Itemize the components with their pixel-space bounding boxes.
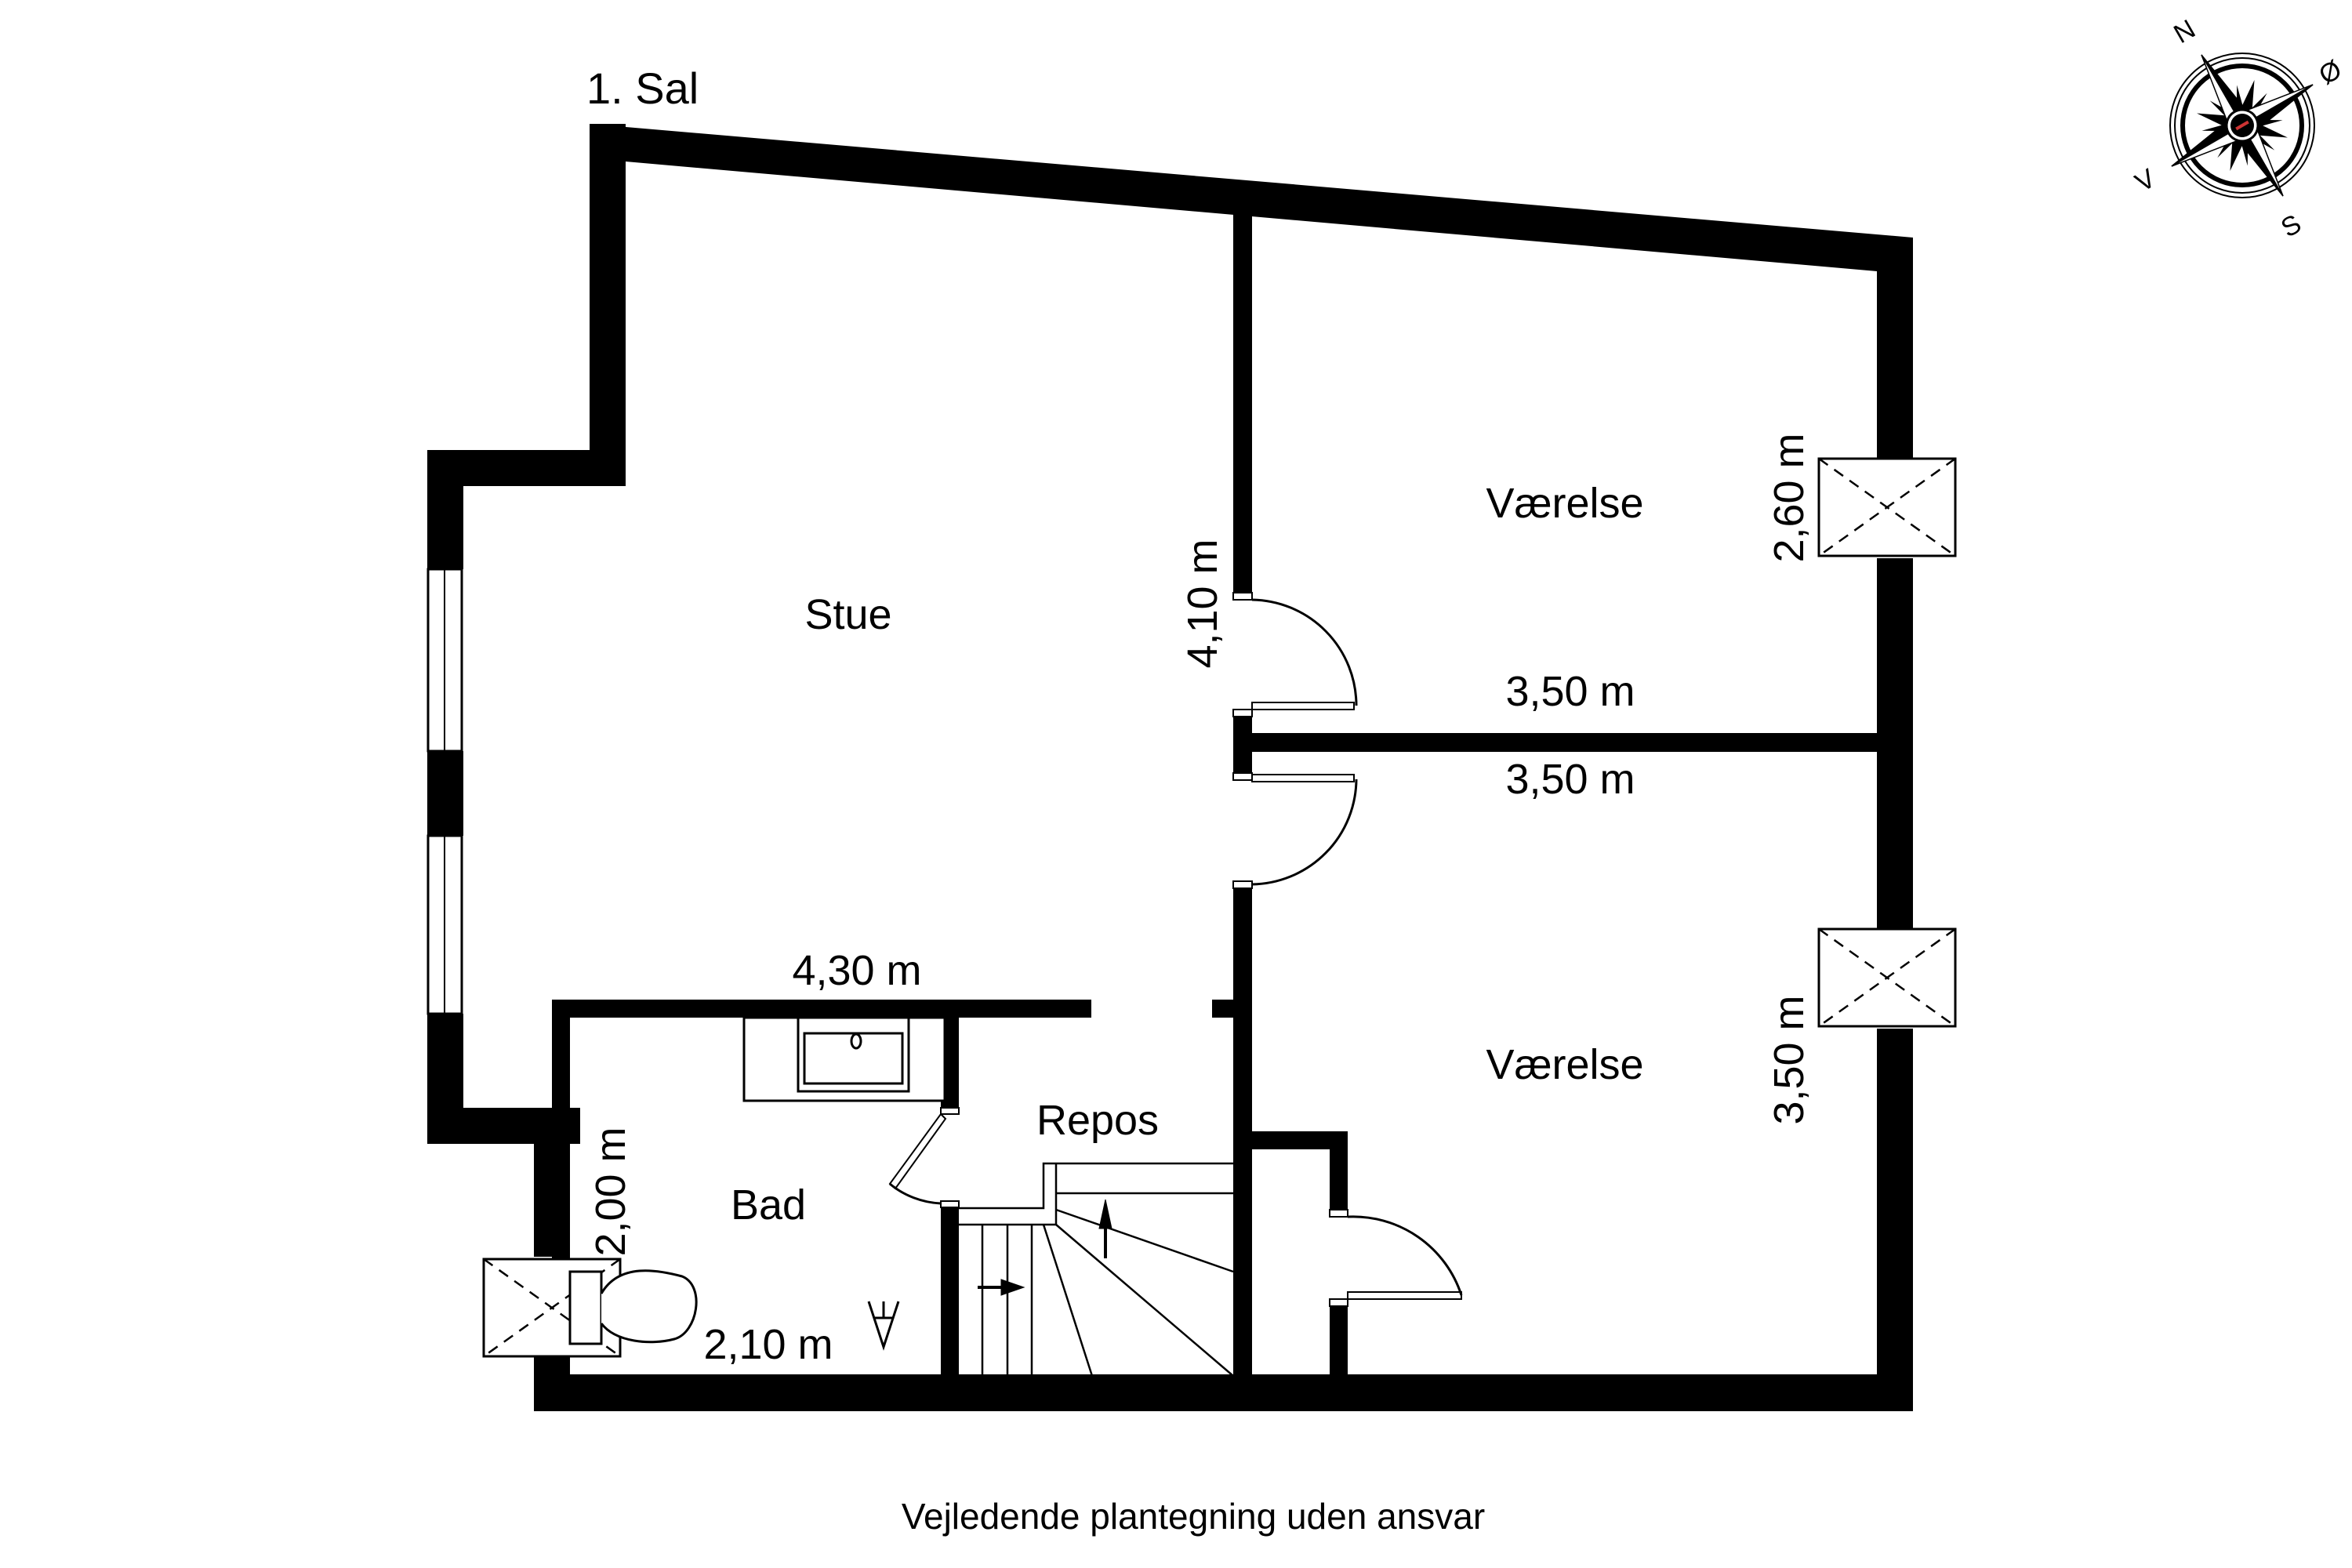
compass-south: S (2276, 209, 2307, 243)
dimension-vaerelse-bottom-width: 3,50 m (1505, 756, 1635, 803)
stair-arrow-icon (978, 1199, 1112, 1296)
staircase (959, 1162, 1234, 1377)
compass-north: N (2169, 14, 2200, 49)
dimension-stue-height: 4,10 m (1179, 539, 1226, 668)
sink-icon (742, 1016, 946, 1102)
stue-windows (426, 568, 463, 1015)
dimension-bad-width: 2,10 m (703, 1321, 833, 1368)
floor-drain-icon (867, 1301, 900, 1351)
dimension-vaerelse-top-height: 2,60 m (1766, 433, 1813, 562)
compass-west: V (2130, 163, 2161, 198)
room-label-bad: Bad (731, 1181, 806, 1229)
room-label-vaerelse-top: Værelse (1486, 480, 1643, 527)
door-stue-vaerelse-bottom[interactable] (1232, 772, 1358, 889)
door-closet-vaerelse[interactable] (1329, 1209, 1463, 1307)
dimension-bad-height: 2,00 m (587, 1127, 634, 1256)
compass-east: Ø (2314, 54, 2347, 90)
door-stue-vaerelse-top[interactable] (1232, 592, 1358, 717)
toilet-icon (568, 1269, 698, 1345)
room-label-repos: Repos (1036, 1097, 1159, 1144)
dimension-stue-width: 4,30 m (792, 947, 921, 994)
skylight-window-icon (1817, 927, 1957, 1028)
floor-label: 1. Sal (586, 64, 699, 113)
outer-walls (427, 124, 1913, 1411)
door-bad-repos[interactable] (888, 1107, 960, 1208)
dimension-vaerelse-top-width: 3,50 m (1505, 668, 1635, 715)
disclaimer: Vejledende plantegning uden ansvar (902, 1496, 1485, 1537)
compass-rose-icon: N Ø S V (2130, 14, 2347, 244)
skylight-window-icon (1817, 457, 1957, 557)
room-label-stue: Stue (804, 591, 891, 638)
room-label-vaerelse-bottom: Værelse (1486, 1041, 1643, 1088)
dimension-vaerelse-bottom-height: 3,50 m (1766, 995, 1813, 1124)
